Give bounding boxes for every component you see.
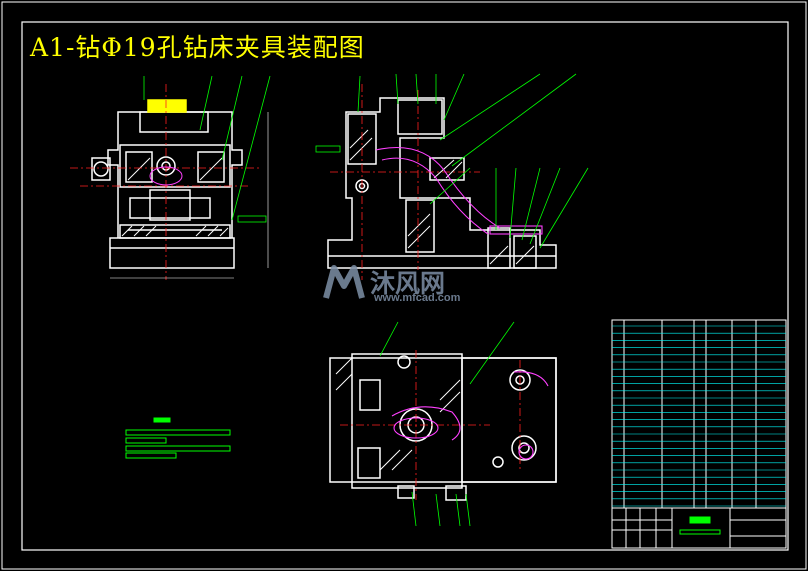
side-view-centerlines <box>330 84 480 280</box>
front-view <box>91 99 243 269</box>
front-view-centerlines <box>70 84 260 280</box>
top-view <box>329 353 557 501</box>
parts-list-table <box>611 319 787 509</box>
top-view-hatch <box>335 357 461 471</box>
top-view-leaders <box>379 321 515 527</box>
side-view-hatch <box>349 129 535 265</box>
side-view-accent <box>375 146 543 235</box>
top-view-accent <box>391 371 549 460</box>
technical-requirements-block <box>125 417 231 459</box>
parts-list-rows <box>612 325 786 507</box>
front-view-accent <box>149 166 183 186</box>
top-view-centerlines <box>340 350 521 500</box>
front-view-leaders <box>143 75 271 223</box>
front-view-dimensions <box>110 112 269 279</box>
title-block <box>611 507 787 549</box>
watermark: 沐风网 www.mfcad.com <box>322 262 492 306</box>
mfcad-logo-icon <box>323 265 365 299</box>
side-view-leaders <box>315 73 589 249</box>
front-view-hatch <box>121 157 229 237</box>
inner-border <box>21 21 789 551</box>
watermark-name: 沐风网 <box>370 269 446 298</box>
drawing-title: A1-钻Φ19孔钻床夹具装配图 <box>30 33 365 62</box>
watermark-url: www.mfcad.com <box>374 292 461 304</box>
